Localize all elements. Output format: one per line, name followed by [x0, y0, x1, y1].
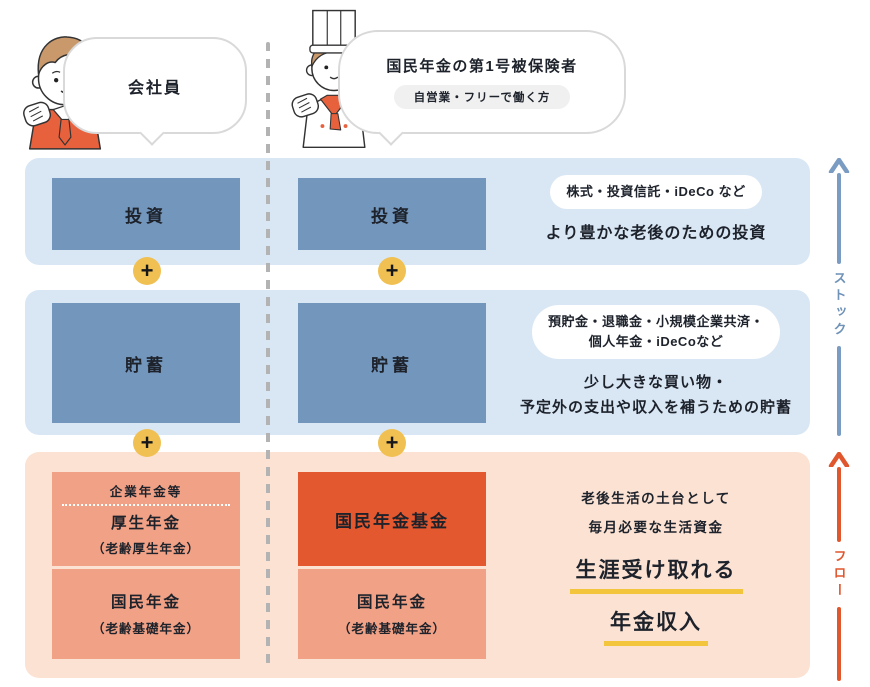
plus-icon: +	[133, 257, 161, 285]
lifetime-income-highlight1: 生涯受け取れる	[569, 554, 743, 595]
investment-row-section: 投資 投資 株式・投資信託・iDeCo など より豊かな老後のための投資	[25, 158, 810, 265]
employee-pension-title: 厚生年金	[110, 514, 181, 532]
savings-description: 預貯金・退職金・小規模企業共済・ 個人年金・iDeCoなど 少し大きな買い物・ …	[505, 290, 807, 435]
national-pension-fund-box: 国民年金基金	[298, 472, 486, 566]
savings-purpose-text: 少し大きな買い物・ 予定外の支出や収入を補うための貯蓄	[520, 371, 792, 421]
investment-purpose-text: より豊かな老後のための投資	[545, 225, 767, 243]
national-pension-fund-title: 国民年金基金	[335, 511, 449, 531]
stock-axis-arrow: ストック	[826, 158, 852, 436]
company-employee-speech-bubble: 会社員	[63, 37, 247, 146]
self-employed-title: 国民年金の第1号被保険者	[386, 58, 578, 75]
investment-box-self-employed: 投資	[298, 178, 486, 250]
national-pension-title: 国民年金	[110, 594, 181, 612]
savings-box-label: 貯蓄	[371, 355, 413, 375]
flow-axis-arrow: フロー	[826, 452, 852, 681]
investment-box-company: 投資	[52, 178, 240, 250]
pension-role-line2: 毎月必要な生活資金	[588, 520, 724, 535]
corporate-pension-label: 企業年金等	[109, 484, 183, 499]
plus-icon: +	[378, 429, 406, 457]
plus-glyph: +	[385, 430, 399, 455]
pension-role-line1: 老後生活の土台として	[581, 490, 731, 506]
self-employed-speech-bubble: 国民年金の第1号被保険者 自営業・フリーで働く方	[338, 30, 626, 146]
savings-purpose-line1: 少し大きな買い物・	[583, 373, 728, 391]
axis-line	[837, 345, 841, 436]
investment-description: 株式・投資信託・iDeCo など より豊かな老後のための投資	[505, 158, 807, 265]
speech-bubble-tail	[139, 120, 165, 146]
plus-icon: +	[133, 429, 161, 457]
employee-pension-subtitle: （老齢厚生年金）	[91, 542, 200, 557]
investment-box-label: 投資	[371, 206, 413, 226]
savings-purpose-line2: 予定外の支出や収入を補うための貯蓄	[519, 398, 792, 416]
national-pension-box-self-employed: 国民年金 （老齢基礎年金）	[298, 569, 486, 659]
savings-examples-line1: 預貯金・退職金・小規模企業共済・	[547, 313, 764, 329]
axis-line	[837, 606, 841, 681]
pension-flow-section: 企業年金等 厚生年金 （老齢厚生年金） 国民年金 （老齢基礎年金） 国民年金基金…	[25, 452, 810, 678]
plus-glyph: +	[140, 258, 154, 283]
column-divider-dashed-line	[266, 42, 270, 664]
savings-row-section: 貯蓄 貯蓄 預貯金・退職金・小規模企業共済・ 個人年金・iDeCoなど 少し大き…	[25, 290, 810, 435]
lifetime-income-highlight2: 年金収入	[604, 606, 708, 647]
pension-description: 老後生活の土台として 毎月必要な生活資金 生涯受け取れる 年金収入	[505, 452, 807, 678]
national-pension-subtitle: （老齢基礎年金）	[91, 621, 200, 636]
self-employed-subtitle-badge: 自営業・フリーで働く方	[393, 85, 571, 109]
plus-glyph: +	[140, 430, 154, 455]
up-arrowhead-icon	[828, 158, 850, 173]
dotted-divider	[62, 503, 230, 506]
national-pension-subtitle: （老齢基礎年金）	[337, 621, 446, 636]
investment-examples-badge: 株式・投資信託・iDeCo など	[550, 175, 762, 210]
savings-box-label: 貯蓄	[125, 355, 167, 375]
national-pension-box-company: 国民年金 （老齢基礎年金）	[52, 569, 240, 659]
plus-icon: +	[378, 257, 406, 285]
stock-axis-label: ストック	[831, 270, 847, 339]
plus-glyph: +	[385, 258, 399, 283]
company-employee-label: 会社員	[127, 79, 182, 97]
axis-line	[837, 467, 841, 542]
national-pension-title: 国民年金	[356, 594, 427, 612]
savings-examples-line2: 個人年金・iDeCoなど	[588, 333, 724, 349]
axis-line	[837, 173, 841, 264]
savings-box-self-employed: 貯蓄	[298, 303, 486, 423]
up-arrowhead-icon	[828, 452, 850, 467]
savings-box-company: 貯蓄	[52, 303, 240, 423]
flow-axis-label: フロー	[831, 548, 847, 600]
employee-pension-box: 企業年金等 厚生年金 （老齢厚生年金）	[52, 472, 240, 566]
investment-box-label: 投資	[125, 206, 167, 226]
savings-examples-badge: 預貯金・退職金・小規模企業共済・ 個人年金・iDeCoなど	[531, 304, 780, 359]
